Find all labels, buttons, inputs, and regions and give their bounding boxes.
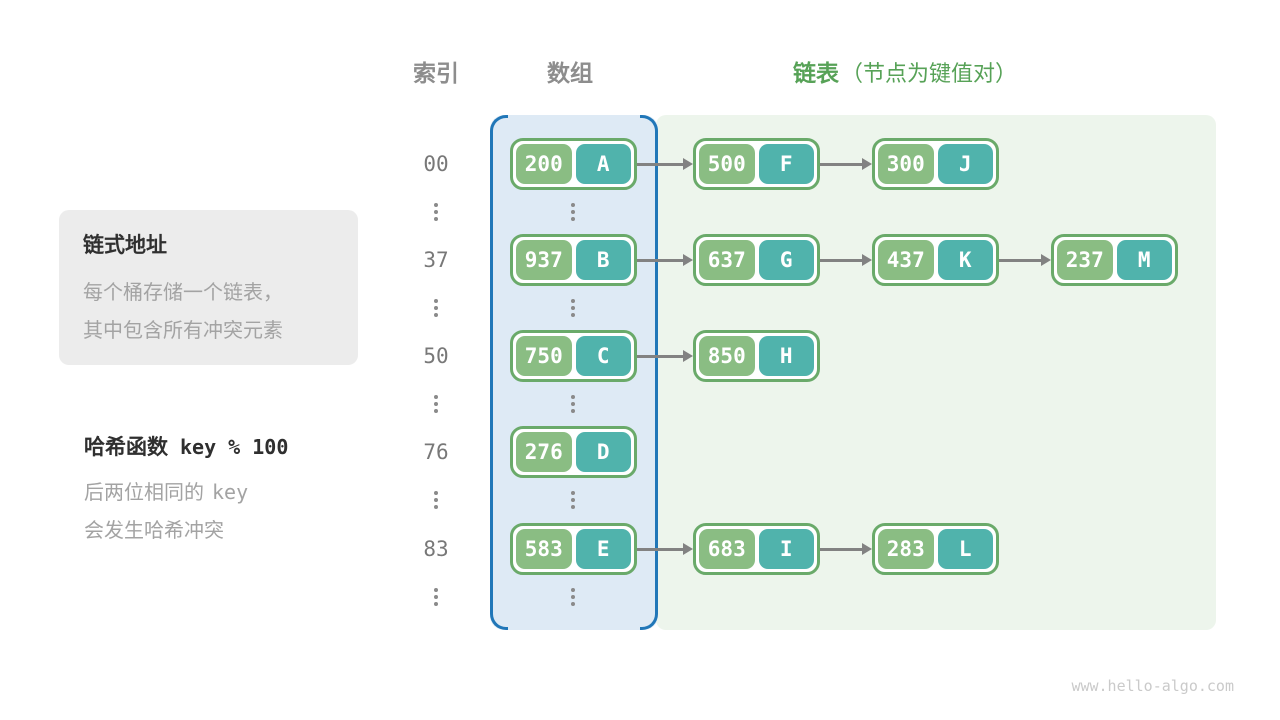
ellipsis-dots [571, 588, 575, 606]
bucket-index: 50 [423, 344, 449, 368]
key-cell: 850 [699, 336, 755, 376]
ellipsis-dots [434, 491, 438, 509]
value-cell: I [758, 529, 814, 569]
ellipsis-dots [571, 299, 575, 317]
ellipsis-dots [434, 203, 438, 221]
hash-function-formula: key % 100 [180, 435, 289, 459]
key-cell: 437 [878, 240, 934, 280]
ellipsis-dots [434, 299, 438, 317]
value-cell: A [575, 144, 631, 184]
kv-node: 276 D [510, 426, 637, 478]
arrow-head [683, 350, 693, 362]
key-cell: 500 [699, 144, 755, 184]
arrow-line [637, 547, 685, 551]
arrow-line [999, 258, 1043, 262]
arrow-line [637, 258, 685, 262]
kv-node: 583 E [510, 523, 637, 575]
value-cell: J [937, 144, 993, 184]
column-header-index: 索引 [413, 60, 459, 86]
callout-line-1: 每个桶存储一个链表， [83, 282, 283, 304]
value-cell: E [575, 529, 631, 569]
bucket-index: 83 [423, 537, 449, 561]
hash-function-label: 哈希函数 [84, 436, 168, 459]
key-cell: 937 [516, 240, 572, 280]
callout-title: 链式地址 [83, 234, 167, 257]
value-cell: L [937, 529, 993, 569]
hash-note-line-2: 会发生哈希冲突 [84, 520, 224, 542]
hash-function-title: 哈希函数 key % 100 [84, 431, 288, 461]
key-cell: 237 [1057, 240, 1113, 280]
kv-node: 200 A [510, 138, 637, 190]
key-cell: 300 [878, 144, 934, 184]
key-cell: 683 [699, 529, 755, 569]
key-cell: 637 [699, 240, 755, 280]
value-cell: K [937, 240, 993, 280]
value-cell: H [758, 336, 814, 376]
arrow-line [637, 162, 685, 166]
arrow-head [862, 254, 872, 266]
bucket-index: 76 [423, 440, 449, 464]
kv-node: 237 M [1051, 234, 1178, 286]
arrow-line [820, 258, 864, 262]
column-header-linked-list: 链表 （节点为键值对） [793, 54, 1017, 88]
arrow-line [820, 547, 864, 551]
bucket-index: 00 [423, 152, 449, 176]
value-cell: G [758, 240, 814, 280]
kv-node: 637 G [693, 234, 820, 286]
kv-node: 437 K [872, 234, 999, 286]
bucket-index: 37 [423, 248, 449, 272]
value-cell: B [575, 240, 631, 280]
array-bracket-left [490, 115, 508, 630]
kv-node: 500 F [693, 138, 820, 190]
arrow-line [820, 162, 864, 166]
key-cell: 583 [516, 529, 572, 569]
kv-node: 850 H [693, 330, 820, 382]
kv-node: 937 B [510, 234, 637, 286]
kv-node: 300 J [872, 138, 999, 190]
key-cell: 200 [516, 144, 572, 184]
ellipsis-dots [571, 491, 575, 509]
arrow-head [862, 158, 872, 170]
array-bracket-right [640, 115, 658, 630]
arrow-head [683, 158, 693, 170]
key-cell: 750 [516, 336, 572, 376]
arrow-head [683, 254, 693, 266]
site-watermark: www.hello-algo.com [1071, 677, 1234, 695]
value-cell: D [575, 432, 631, 472]
key-cell: 283 [878, 529, 934, 569]
arrow-head [1041, 254, 1051, 266]
chaining-callout: 链式地址 每个桶存储一个链表， 其中包含所有冲突元素 [59, 210, 358, 365]
ellipsis-dots [434, 588, 438, 606]
column-header-array: 数组 [547, 60, 593, 86]
linked-list-note: （节点为键值对） [841, 61, 1018, 86]
ellipsis-dots [434, 395, 438, 413]
arrow-head [862, 543, 872, 555]
ellipsis-dots [571, 395, 575, 413]
linked-list-label: 链表 [793, 60, 839, 86]
kv-node: 750 C [510, 330, 637, 382]
kv-node: 683 I [693, 523, 820, 575]
arrow-head [683, 543, 693, 555]
arrow-line [637, 354, 685, 358]
ellipsis-dots [571, 203, 575, 221]
value-cell: C [575, 336, 631, 376]
callout-line-2: 其中包含所有冲突元素 [83, 320, 283, 342]
value-cell: F [758, 144, 814, 184]
kv-node: 283 L [872, 523, 999, 575]
key-cell: 276 [516, 432, 572, 472]
value-cell: M [1116, 240, 1172, 280]
